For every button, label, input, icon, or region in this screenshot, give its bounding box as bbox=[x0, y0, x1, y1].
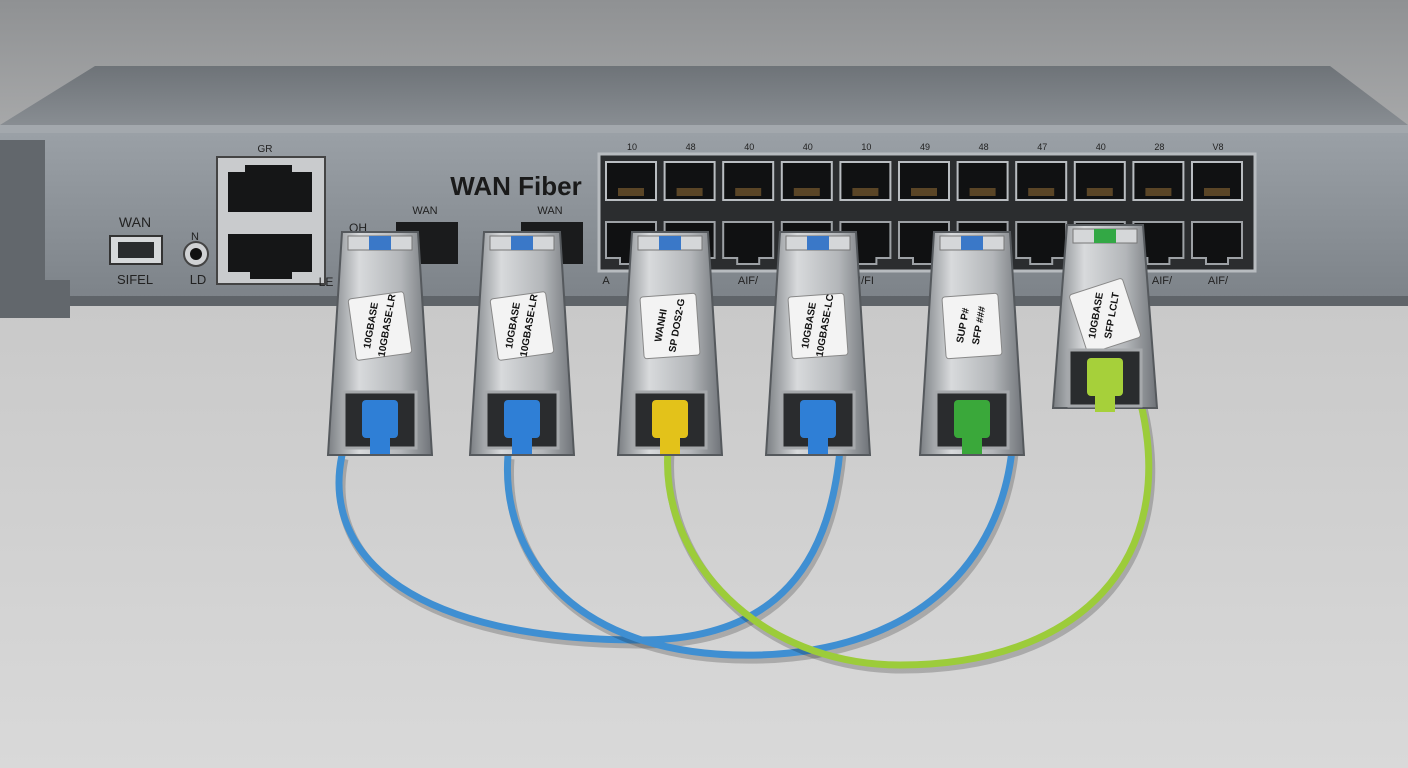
connector-boot bbox=[512, 436, 532, 454]
fiber-cable[interactable] bbox=[335, 446, 844, 644]
rj45-port[interactable] bbox=[1015, 221, 1068, 265]
device-title: WAN Fiber bbox=[450, 171, 581, 201]
jack-hole bbox=[190, 248, 202, 260]
port-number-label: 48 bbox=[686, 142, 696, 152]
rj45-pair-label: GR bbox=[258, 144, 273, 155]
port-bottom-label: AIF/ bbox=[1208, 275, 1229, 287]
port-number-label: 40 bbox=[803, 142, 813, 152]
port-number-label: 40 bbox=[744, 142, 754, 152]
port-bottom-label: AIF/ bbox=[738, 275, 759, 287]
latch-color-tab bbox=[807, 236, 829, 250]
port-contacts bbox=[618, 188, 644, 196]
le-label: LE bbox=[319, 275, 334, 289]
rj45-port[interactable] bbox=[1191, 221, 1243, 265]
fiber-cables bbox=[335, 396, 1156, 674]
port-contacts bbox=[676, 188, 703, 196]
sfp-slot-1-label: WAN bbox=[412, 205, 437, 217]
latch-color-tab bbox=[961, 236, 983, 250]
port-contacts bbox=[1028, 188, 1055, 196]
lc-connector[interactable] bbox=[800, 400, 836, 438]
chassis-top bbox=[0, 66, 1408, 125]
lc-connector[interactable] bbox=[954, 400, 990, 438]
rj45-port-top[interactable] bbox=[228, 165, 312, 212]
module-label bbox=[639, 292, 701, 360]
module-label bbox=[787, 292, 849, 360]
lc-connector[interactable] bbox=[652, 400, 688, 438]
port-contacts bbox=[969, 188, 996, 196]
lc-connector[interactable] bbox=[1087, 358, 1123, 396]
port-contacts bbox=[1145, 188, 1172, 196]
port-number-label: 48 bbox=[979, 142, 989, 152]
module-label bbox=[347, 291, 413, 361]
port-contacts bbox=[793, 188, 820, 196]
connector-boot bbox=[370, 436, 390, 454]
connector-boot bbox=[660, 436, 680, 454]
port-contacts bbox=[911, 188, 937, 196]
port-number-label: 47 bbox=[1037, 142, 1047, 152]
jack-top-label: N bbox=[191, 231, 199, 243]
connector-boot bbox=[808, 436, 828, 454]
port-contacts bbox=[735, 188, 762, 196]
wan-switch-label: WAN bbox=[119, 214, 151, 230]
connector-boot bbox=[1095, 394, 1115, 412]
chassis-edge bbox=[0, 125, 1408, 133]
port-number-label: 49 bbox=[920, 142, 930, 152]
ld-label: LD bbox=[190, 272, 207, 287]
latch-color-tab bbox=[369, 236, 391, 250]
port-contacts bbox=[1086, 188, 1113, 196]
port-number-label: 10 bbox=[627, 142, 637, 152]
module-label bbox=[489, 291, 555, 361]
port-bottom-label: A bbox=[602, 275, 610, 287]
port-contacts bbox=[1204, 188, 1230, 196]
sfp-slot-2-label: WAN bbox=[537, 205, 562, 217]
port-number-label: V8 bbox=[1212, 142, 1223, 152]
latch-color-tab bbox=[511, 236, 533, 250]
fiber-cable[interactable] bbox=[664, 396, 1153, 669]
sifel-label: SIFEL bbox=[117, 272, 153, 287]
sfp-module[interactable]: SUP P#SFP ### bbox=[918, 231, 1026, 456]
port-contacts bbox=[852, 188, 879, 196]
lc-connector[interactable] bbox=[362, 400, 398, 438]
port-number-label: 40 bbox=[1096, 142, 1106, 152]
module-label bbox=[941, 292, 1003, 360]
fiber-cable[interactable] bbox=[503, 446, 1016, 659]
port-number-label: 28 bbox=[1154, 142, 1164, 152]
connector-boot bbox=[962, 436, 982, 454]
rack-bracket bbox=[0, 140, 70, 318]
port-bottom-label: I/FI bbox=[858, 275, 874, 287]
rj45-port-bottom[interactable] bbox=[228, 234, 312, 279]
rj45-port[interactable] bbox=[722, 221, 775, 265]
lc-connector[interactable] bbox=[504, 400, 540, 438]
port-number-label: 10 bbox=[861, 142, 871, 152]
module-label bbox=[1069, 278, 1141, 354]
toggle-slot bbox=[118, 242, 154, 258]
latch-color-tab bbox=[659, 236, 681, 250]
port-bottom-label: AIF/ bbox=[1152, 275, 1173, 287]
latch-color-tab bbox=[1094, 229, 1116, 243]
